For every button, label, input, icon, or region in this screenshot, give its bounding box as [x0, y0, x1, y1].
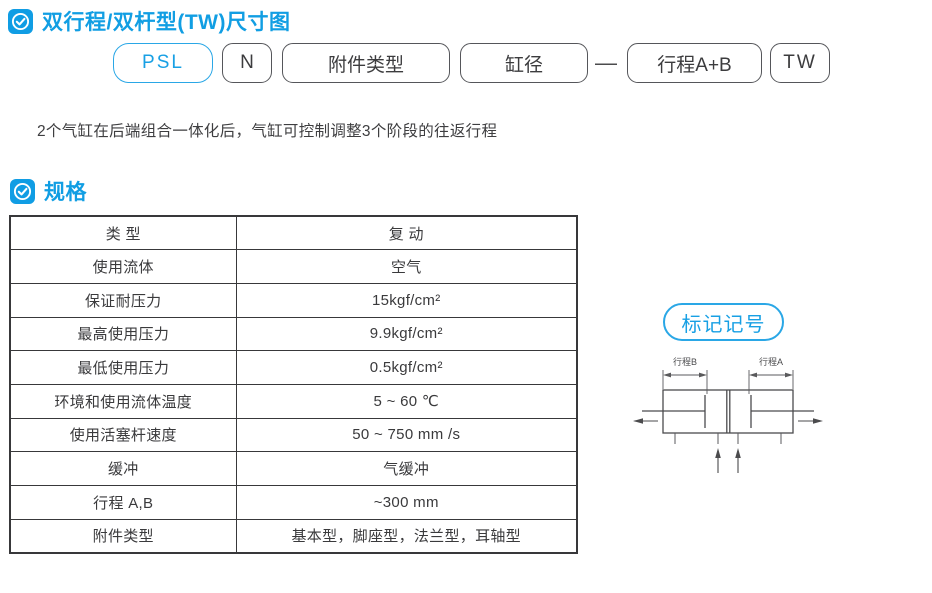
cylinder-body — [642, 389, 814, 434]
stroke-b-label: 行程B — [673, 356, 697, 367]
spec-label-cell: 使用流体 — [9, 249, 237, 284]
check-badge-icon — [10, 178, 35, 204]
marking-symbol-pill: 标记记号 — [663, 303, 784, 341]
spec-label-cell: 最低使用压力 — [9, 350, 237, 385]
spec-value-cell: 0.5kgf/cm² — [235, 350, 578, 385]
spec-value-cell: ~300 mm — [235, 485, 578, 520]
page-title-row: 双行程/双杆型(TW)尺寸图 — [8, 6, 290, 36]
motion-arrows — [633, 418, 823, 473]
code-box-accessory-type: 附件类型 — [282, 43, 450, 83]
code-box-bore: 缸径 — [460, 43, 588, 83]
spec-label-cell: 附件类型 — [9, 518, 237, 554]
model-code-row: PSL N 附件类型 缸径 — 行程A+B TW — [0, 43, 932, 83]
code-box-stroke-ab: 行程A+B — [627, 43, 762, 83]
table-row: 缓冲 气缓冲 — [9, 451, 578, 486]
table-row: 类 型 复 动 — [9, 215, 578, 251]
page-title: 双行程/双杆型(TW)尺寸图 — [42, 11, 291, 34]
table-row: 最低使用压力 0.5kgf/cm² — [9, 350, 578, 385]
table-row: 最高使用压力 9.9kgf/cm² — [9, 316, 578, 352]
table-row: 行程 A,B ~300 mm — [9, 485, 578, 520]
table-row: 使用流体 空气 — [9, 249, 578, 284]
stroke-a-label: 行程A — [759, 356, 783, 367]
code-box-psl: PSL — [113, 43, 213, 83]
dimension-lines — [662, 370, 794, 394]
spec-value-cell: 复 动 — [235, 215, 578, 251]
code-box-n: N — [222, 43, 272, 83]
table-row: 附件类型 基本型，脚座型，法兰型，耳轴型 — [9, 518, 578, 554]
spec-label-cell: 类 型 — [9, 215, 237, 251]
spec-label-cell: 保证耐压力 — [9, 282, 237, 318]
spec-label-cell: 缓冲 — [9, 451, 237, 486]
spec-value-cell: 15kgf/cm² — [235, 282, 578, 318]
check-badge-icon — [8, 8, 33, 34]
code-box-tw: TW — [770, 43, 830, 83]
code-separator-dash: — — [595, 50, 617, 75]
spec-section-heading: 规格 — [10, 176, 87, 206]
spec-label-cell: 使用活塞杆速度 — [9, 417, 237, 453]
spec-value-cell: 9.9kgf/cm² — [235, 316, 578, 352]
spec-table: 类 型 复 动 使用流体 空气 保证耐压力 15kgf/cm² 最高使用压力 9… — [9, 215, 578, 554]
table-row: 环境和使用流体温度 5 ~ 60 ℃ — [9, 383, 578, 419]
cylinder-schematic: 行程B 行程A — [633, 356, 823, 473]
spec-value-cell: 空气 — [235, 249, 578, 284]
spec-value-cell: 基本型，脚座型，法兰型，耳轴型 — [235, 518, 578, 554]
spec-value-cell: 50 ~ 750 mm /s — [235, 417, 578, 453]
table-row: 保证耐压力 15kgf/cm² — [9, 282, 578, 318]
spec-value-cell: 5 ~ 60 ℃ — [235, 383, 578, 419]
table-row: 使用活塞杆速度 50 ~ 750 mm /s — [9, 417, 578, 453]
description-text: 2个气缸在后端组合一体化后，气缸可控制调整3个阶段的往返行程 — [37, 123, 498, 140]
spec-section-title: 规格 — [44, 181, 87, 204]
spec-label-cell: 行程 A,B — [9, 485, 237, 520]
spec-label-cell: 最高使用压力 — [9, 316, 237, 352]
spec-value-cell: 气缓冲 — [235, 451, 578, 486]
spec-label-cell: 环境和使用流体温度 — [9, 383, 237, 419]
port-ticks — [674, 433, 782, 444]
